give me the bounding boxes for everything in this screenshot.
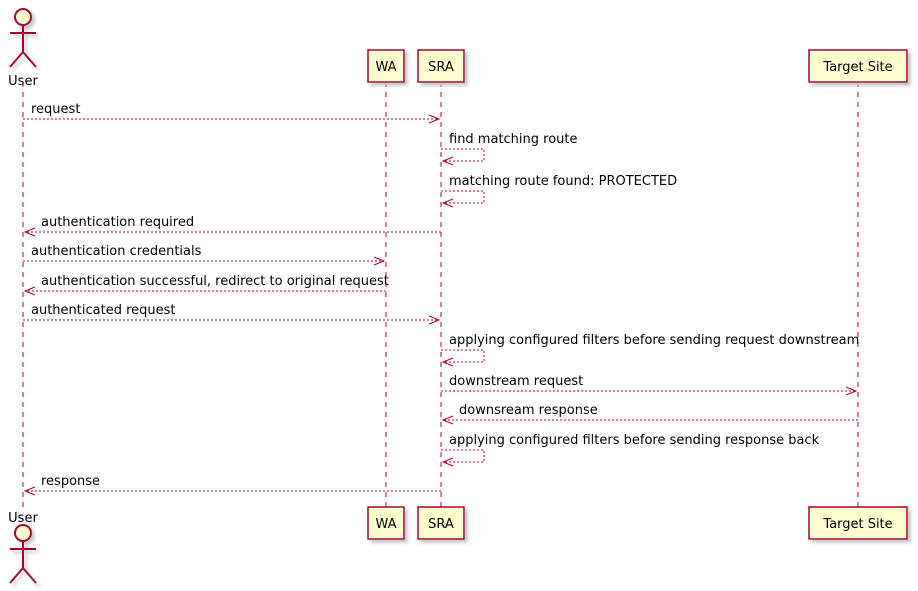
- message-label: authentication required: [41, 215, 194, 230]
- message-label: authenticated request: [31, 303, 176, 318]
- participant-label: SRA: [428, 60, 454, 75]
- actor-bottom: User: [8, 511, 38, 584]
- message-7: authenticated request: [23, 303, 441, 325]
- message-arrow: [441, 449, 485, 463]
- participant-wa-top: WA: [367, 49, 405, 83]
- actor-figure-icon: [9, 524, 37, 584]
- arrowhead: [441, 457, 454, 467]
- participant-box: [417, 49, 465, 83]
- message-3: matching route found: PROTECTED: [441, 174, 677, 208]
- message-2: find matching route: [441, 132, 578, 166]
- arrowhead: [441, 198, 454, 208]
- arrowhead: [23, 286, 36, 296]
- arrowhead: [441, 415, 454, 425]
- actor-top: User: [8, 8, 38, 89]
- arrowhead: [428, 315, 441, 325]
- message-arrow: [441, 190, 485, 204]
- participant-sra-bottom: SRA: [417, 506, 465, 540]
- message-label: authentication credentials: [31, 244, 202, 259]
- participant-wa-bottom: WA: [367, 506, 405, 540]
- message-1: request: [23, 102, 441, 124]
- participant-target-top: Target Site: [808, 49, 908, 83]
- participant-label: Target Site: [822, 517, 892, 532]
- arrowhead: [23, 486, 36, 496]
- participant-box: [367, 506, 405, 540]
- message-5: authentication credentials: [23, 244, 386, 266]
- arrowhead: [428, 114, 441, 124]
- participant-box: [808, 49, 908, 83]
- message-label: find matching route: [449, 132, 578, 147]
- lifelines: [22, 82, 859, 507]
- arrowhead: [441, 156, 454, 166]
- message-label: request: [31, 102, 80, 117]
- messages: request find matching route matching route…: [23, 102, 859, 496]
- participant-label: WA: [375, 60, 396, 75]
- participant-target-bottom: Target Site: [808, 506, 908, 540]
- participant-label: User: [8, 511, 38, 526]
- participant-label: SRA: [428, 517, 454, 532]
- participant-label: User: [8, 74, 38, 89]
- message-label: authentication successful, redirect to o…: [41, 274, 389, 289]
- participant-sra-top: SRA: [417, 49, 465, 83]
- message-11: applying configured filters before sendi…: [441, 433, 820, 467]
- message-6: authentication successful, redirect to o…: [23, 274, 389, 296]
- message-label: matching route found: PROTECTED: [449, 174, 677, 189]
- participant-box: [417, 506, 465, 540]
- actor-figure-icon: [9, 8, 37, 68]
- message-4: authentication required: [23, 215, 441, 237]
- participant-label: WA: [375, 517, 396, 532]
- participant-box: [808, 506, 908, 540]
- message-arrow: [441, 148, 485, 162]
- message-label: response: [41, 474, 100, 489]
- arrowhead: [845, 386, 858, 396]
- message-label: downsream response: [459, 403, 598, 418]
- message-9: downstream request: [441, 374, 858, 396]
- arrowhead: [23, 227, 36, 237]
- message-8: applying configured filters before sendi…: [441, 333, 859, 367]
- arrowhead: [441, 357, 454, 367]
- message-10: downsream response: [441, 403, 858, 425]
- message-label: applying configured filters before sendi…: [449, 433, 820, 448]
- message-12: response: [23, 474, 441, 496]
- participant-box: [367, 49, 405, 83]
- arrowhead: [373, 256, 386, 266]
- participant-label: Target Site: [822, 60, 892, 75]
- message-arrow: [441, 349, 485, 363]
- message-label: applying configured filters before sendi…: [449, 333, 859, 348]
- message-label: downstream request: [449, 374, 583, 389]
